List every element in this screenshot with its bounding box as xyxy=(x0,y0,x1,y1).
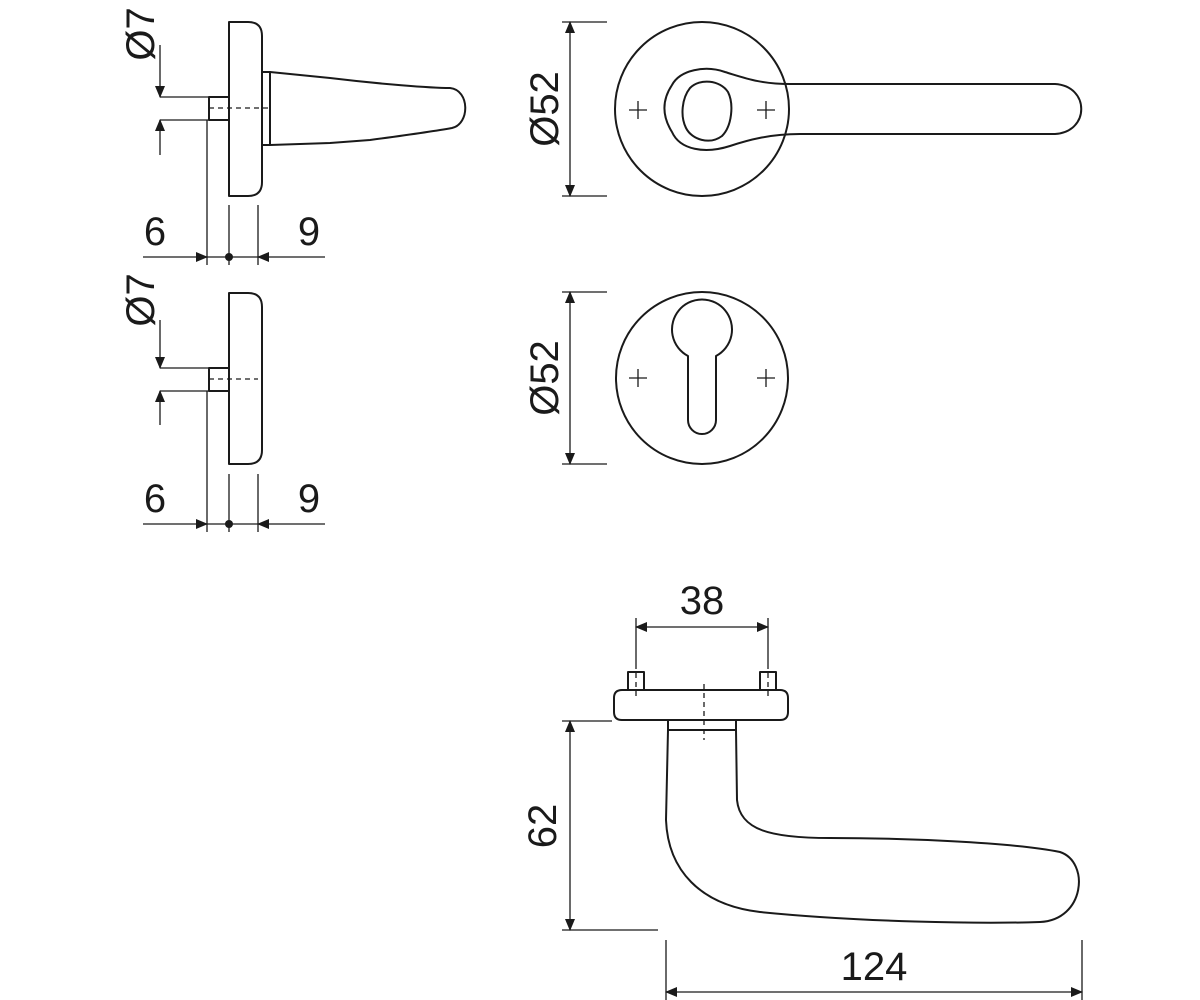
lever-offset-right-label: 9 xyxy=(298,210,320,254)
rose-plate-profile xyxy=(228,292,263,465)
top-rose-plate xyxy=(613,689,789,721)
lever-neck-profile xyxy=(261,71,271,146)
front-view-key-rose: Ø52 xyxy=(523,291,789,465)
rose-offset-right-label: 9 xyxy=(298,477,320,521)
top-length-label: 124 xyxy=(841,945,908,989)
rose-spindle-diameter-label: Ø7 xyxy=(119,273,163,326)
key-rose-screw-right xyxy=(757,369,775,387)
rose-offset-left-label: 6 xyxy=(144,477,166,521)
top-screw-spacing-label: 38 xyxy=(680,579,725,623)
lever-spindle-diameter-label: Ø7 xyxy=(119,7,163,60)
lever-datum-dot xyxy=(225,253,233,261)
lever-handle-profile xyxy=(269,71,467,146)
front-lever-handle xyxy=(663,67,1083,151)
lever-rose-profile xyxy=(228,21,263,197)
front-lever-neck-inner xyxy=(681,80,733,142)
front-lever-rose-circle xyxy=(614,21,790,197)
front-view-lever: Ø52 xyxy=(523,21,1083,197)
top-screw-post-right xyxy=(759,671,777,691)
top-height-label: 62 xyxy=(521,804,565,849)
side-view-rose: Ø7 6 9 xyxy=(119,273,325,532)
side-view-lever: Ø7 6 9 xyxy=(119,7,467,265)
front-lever-screw-right xyxy=(757,101,775,119)
front-lever-screw-left xyxy=(629,101,647,119)
key-rose-diameter-label: Ø52 xyxy=(523,340,567,416)
top-screw-post-left xyxy=(627,671,645,691)
top-neck-collar xyxy=(667,719,737,731)
rose-datum-dot xyxy=(225,520,233,528)
key-rose-cylinder-keyhole xyxy=(671,298,733,435)
lever-offset-left-label: 6 xyxy=(144,210,166,254)
top-lever-body xyxy=(665,729,1080,924)
key-rose-screw-left xyxy=(629,369,647,387)
key-rose-circle xyxy=(615,291,789,465)
top-view-lever: 38 62 124 xyxy=(521,579,1083,1000)
front-lever-rose-diameter-label: Ø52 xyxy=(523,71,567,147)
